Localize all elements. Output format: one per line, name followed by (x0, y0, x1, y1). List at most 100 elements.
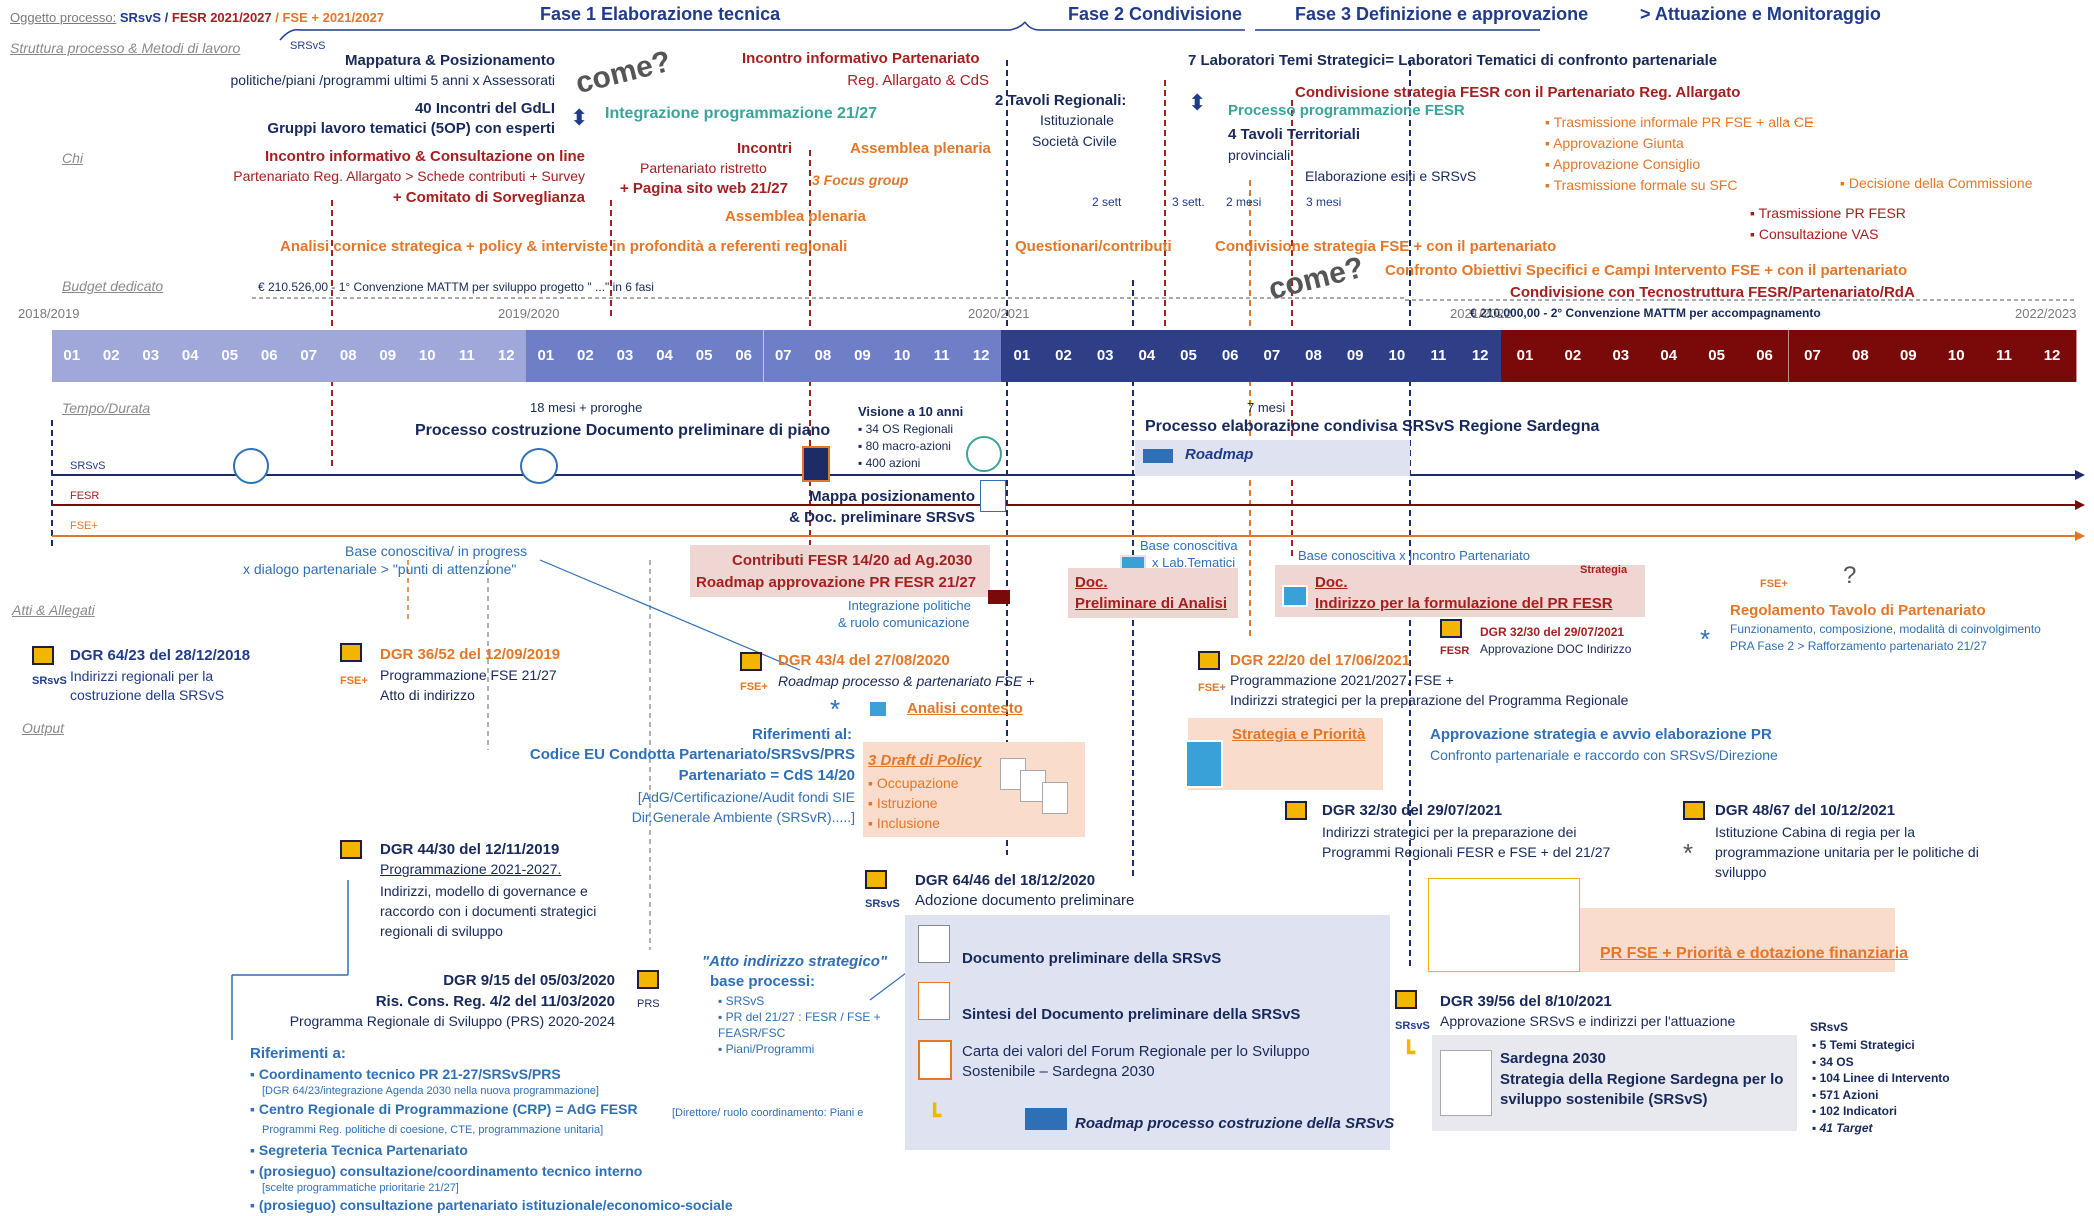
sardegna-cover-image (1440, 1050, 1492, 1116)
tempo-label: Tempo/Durata (62, 400, 151, 416)
dgr6-sub: Istituzione Cabina di regia per la progr… (1715, 824, 1979, 880)
timeline-month: 03 (1596, 330, 1646, 382)
timeline-month: 05 (684, 330, 725, 382)
sintesi-doc-icon (918, 982, 950, 1020)
timeline-month: 05 (210, 330, 251, 382)
srsvs-summary-title: SRsvS (1810, 1020, 1849, 1034)
timeline-month: 11 (921, 330, 963, 382)
year-label: 2021/2022 (1450, 306, 1512, 321)
processo-fesr: Processo programmazione FESR (1228, 102, 1465, 119)
fase1-label: Fase 1 Elaborazione tecnica (540, 4, 781, 24)
riferimenti-1: Riferimenti al: (752, 726, 853, 743)
fesr-dgr-flag-icon (1440, 619, 1468, 638)
chi-label: Chi (62, 150, 84, 166)
mappa-2: & Doc. preliminare SRSvS (789, 509, 975, 526)
budget-label: Budget dedicato (62, 278, 164, 294)
dgr4-flag-icon (1198, 651, 1226, 670)
dgr3-flag-icon (740, 652, 768, 671)
dgr4-sub-2: Indirizzi strategici per la preparazione… (1230, 692, 1629, 708)
rif-item: ▪ (prosieguo) consultazione/coordinament… (250, 1163, 643, 1179)
timeline-month: 04 (1126, 330, 1169, 382)
timeline-month: 10 (882, 330, 923, 382)
srsvs-summary-item: 41 Target (1812, 1120, 1950, 1137)
base-conoscitiva-1: Base conoscitiva/ in progress (345, 543, 527, 559)
indirizzo-doc-icon (1282, 585, 1308, 607)
contributi-1: Contributi FESR 14/20 ad Ag.2030 (732, 552, 973, 569)
timeline-month: 04 (170, 330, 211, 382)
roadmap-label: Roadmap (1185, 446, 1254, 463)
dgr1-title: DGR 64/23 del 28/12/2018 (70, 647, 251, 664)
base-lab-2: x Lab.Tematici (1152, 555, 1236, 570)
pr-fse-cover-image (1428, 878, 1580, 972)
timeline-month: 04 (1644, 330, 1694, 382)
year-label: 2019/2020 (498, 306, 560, 321)
atto-item: Piani/Programmi (718, 1041, 898, 1057)
atto-2: base processi: (710, 973, 816, 990)
regolamento: Regolamento Tavolo di Partenariato (1730, 602, 1986, 619)
timeline-month: 02 (1042, 330, 1086, 382)
approvazione-2: Confronto partenariale e raccordo con SR… (1430, 747, 1778, 763)
tecnostruttura: Condivisione con Tecnostruttura FESR/Par… (1510, 284, 1915, 301)
base-conoscitiva-text: Base conoscitiva/ in progress (345, 543, 528, 559)
dgr2-sub-2: Atto di indirizzo (380, 687, 475, 703)
dgr5-sub: Indirizzi strategici per la preparazione… (1322, 824, 1611, 860)
contributi-2: Roadmap approvazione PR FESR 21/27 (696, 574, 977, 591)
assemblea-1: Assemblea plenaria (850, 140, 991, 157)
laboratori-label: 7 Laboratori Temi Strategici= Laboratori… (1188, 52, 1718, 69)
rif-item-label: (prosieguo) consultazione/coordinamento … (258, 1163, 643, 1179)
doc-ind-1: Doc. (1315, 574, 1348, 591)
sett-1: 2 sett (1092, 195, 1122, 209)
oggetto-srsvs: SRsvS / (119, 10, 169, 25)
fesr-dgr-sub: Approvazione DOC Indirizzo (1480, 642, 1632, 656)
mesi-2: 3 mesi (1306, 195, 1342, 209)
srsvs-summary-item: 34 OS (1812, 1054, 1950, 1071)
oggetto-fesr: FESR 2021/2027 (171, 10, 272, 25)
orange-action-item: Approvazione Giunta (1545, 133, 1813, 154)
incontro-online-2: Partenariato Reg. Allargato > Schede con… (233, 168, 585, 184)
dgr4-tag: FSE+ (1198, 682, 1226, 694)
sardegna-box (1432, 1035, 1797, 1131)
dgr6-flag-icon (1683, 801, 1711, 820)
visione-item: 80 macro-azioni (858, 438, 953, 455)
rif-sub-2: [Direttore/ ruolo coordinamento: Piani e… (262, 1107, 864, 1136)
tavoli-terr-1: 4 Tavoli Territoriali (1228, 126, 1360, 143)
dgr1-sub: Indirizzi regionali per la costruzione d… (70, 668, 225, 703)
visione-item: 400 azioni (858, 455, 953, 472)
arrow-right-icon: - - → (1785, 112, 1817, 128)
timeline-month: 12 (486, 330, 527, 382)
doc-stack-icon (980, 480, 1006, 512)
doc-item: Documento preliminare della SRSvS (962, 950, 1222, 967)
atto-list: SRSvS PR del 21/27 : FESR / FSE + FEASR/… (718, 993, 898, 1057)
srsvs-summary-item: 104 Linee di Intervento (1812, 1070, 1950, 1087)
doc-ind-2: Indirizzo per la formulazione del PR FES… (1315, 595, 1613, 612)
approvazione-1: Approvazione strategia e avvio elaborazi… (1430, 726, 1772, 743)
dgr5-flag-icon (1285, 801, 1313, 820)
dgr8-title: DGR 64/46 del 18/12/2020 (915, 872, 1096, 889)
laboratori-prefix: 7 Laboratori Temi Strategici= Laboratori… (1188, 52, 1717, 69)
asterisk-icon-2: * (830, 694, 841, 724)
strategia-priorita: Strategia e Priorità (1232, 726, 1366, 743)
oggetto-fse: / FSE + 2021/2027 (275, 10, 385, 25)
rif-sub-1: [DGR 64/23/integrazione Agenda 2030 nell… (262, 1085, 599, 1097)
riferimenti-3: Partenariato = CdS 14/20 (678, 767, 855, 784)
tavoli-terr-2: provinciali (1228, 147, 1291, 163)
rif-item: ▪ Coordinamento tecnico PR 21-27/SRSvS/P… (250, 1066, 561, 1082)
timeline-month: 10 (1932, 330, 1982, 382)
roadmap-doc-icon (1025, 1108, 1067, 1130)
riferimenti-5: Dir.Generale Ambiente (SRSvR).....] (631, 809, 855, 825)
timeline-month: 04 (644, 330, 686, 382)
timeline-month: 12 (1459, 330, 1502, 382)
timeline-month: 06 (1740, 330, 1790, 382)
visione-list: 34 OS Regionali 80 macro-azioni 400 azio… (858, 421, 953, 472)
dgr9-flag-icon (637, 970, 665, 989)
year-label: 2020/2021 (968, 306, 1030, 321)
mappatura-sub: politiche/piani /programmi ultimi 5 anni… (230, 72, 555, 88)
rif-sub-4: [scelte programmatiche prioritarie 21/27… (262, 1182, 459, 1194)
atti-label: Atti & Allegati (12, 602, 95, 618)
confronto-obiettivi: Confronto Obiettivi Specifici e Campi In… (1385, 262, 1908, 279)
sardegna-1: Sardegna 2030 (1500, 1050, 1606, 1067)
timeline-month: 03 (131, 330, 172, 382)
doc-prelim-2: Preliminare di Analisi (1075, 595, 1227, 612)
condivisione-fesr: Condivisione strategia FESR con il Parte… (1295, 84, 1741, 101)
